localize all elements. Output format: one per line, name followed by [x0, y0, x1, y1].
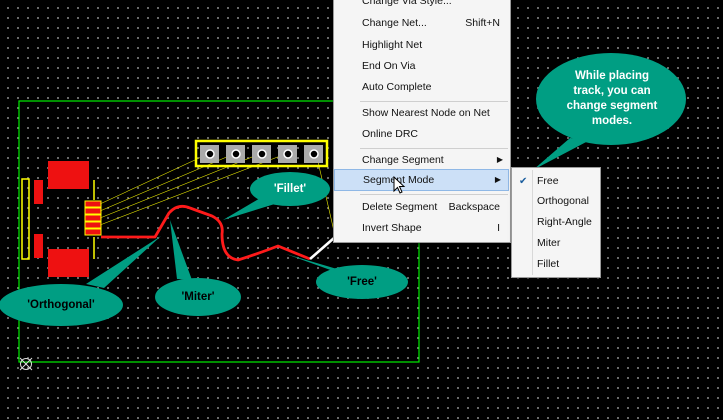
miter-callout: 'Miter': [181, 291, 215, 303]
menu-shortcut: Backspace: [448, 201, 500, 213]
menu-item-segment-mode[interactable]: Segment Mode ▶: [334, 169, 509, 191]
menu-separator: [360, 101, 508, 102]
routed-track: [101, 204, 311, 262]
segment-mode-orthogonal[interactable]: Orthogonal: [537, 195, 589, 207]
menu-item-change-segment[interactable]: Change Segment ▶: [334, 150, 510, 170]
orthogonal-callout-shape: [0, 284, 123, 326]
mouse-cursor-icon: [393, 176, 406, 194]
menu-separator: [360, 148, 508, 149]
info-callout: While placing track, you can change segm…: [566, 70, 658, 127]
free-callout: 'Free': [347, 276, 377, 288]
orthogonal-callout-tail: [86, 236, 161, 288]
fillet-callout-tail: [223, 197, 278, 220]
segment-mode-right-angle[interactable]: Right-Angle: [537, 216, 592, 228]
miter-callout-tail: [170, 220, 192, 280]
miter-callout-shape: [155, 278, 241, 316]
menu-shortcut: Shift+N: [465, 17, 500, 29]
origin-marker-icon: [19, 357, 33, 371]
fillet-callout: 'Fillet': [273, 183, 307, 195]
menu-shortcut: I: [497, 222, 500, 234]
info-callout-tail: [533, 138, 590, 170]
info-callout-shape: [536, 53, 686, 145]
menu-item-online-drc[interactable]: Online DRC: [362, 128, 419, 140]
menu-item-change-via-style[interactable]: Change Via Style...: [362, 0, 452, 7]
segment-mode-free[interactable]: ✔ Free: [512, 171, 600, 192]
connector-footprint: [21, 161, 102, 277]
menu-item-highlight-net[interactable]: Highlight Net: [362, 39, 423, 51]
segment-mode-fillet[interactable]: Fillet: [537, 258, 560, 270]
menu-item-end-on-via[interactable]: End On Via: [362, 60, 416, 72]
menu-item-invert-shape[interactable]: Invert Shape I: [334, 218, 510, 238]
fillet-callout-shape: [250, 172, 330, 206]
menu-gutter: [532, 170, 533, 275]
track-context-menu: Change Via Style... Change Net... Shift+…: [333, 0, 511, 243]
menu-item-delete-segment[interactable]: Delete Segment Backspace: [334, 197, 510, 217]
menu-item-show-nearest-node[interactable]: Show Nearest Node on Net: [362, 107, 490, 119]
submenu-arrow-icon: ▶: [494, 175, 501, 184]
menu-item-change-net[interactable]: Change Net... Shift+N: [334, 13, 510, 33]
menu-separator: [360, 194, 508, 195]
active-segment: [309, 237, 335, 260]
orthogonal-callout: 'Orthogonal': [27, 299, 95, 311]
segment-mode-submenu: ✔ Free Orthogonal Right-Angle Miter Fill…: [511, 167, 601, 278]
header-footprint: [194, 139, 329, 168]
menu-item-auto-complete[interactable]: Auto Complete: [362, 81, 432, 93]
segment-mode-miter[interactable]: Miter: [537, 237, 561, 249]
free-callout-shape: [316, 265, 408, 299]
check-icon: ✔: [519, 176, 528, 187]
submenu-arrow-icon: ▶: [496, 155, 503, 164]
